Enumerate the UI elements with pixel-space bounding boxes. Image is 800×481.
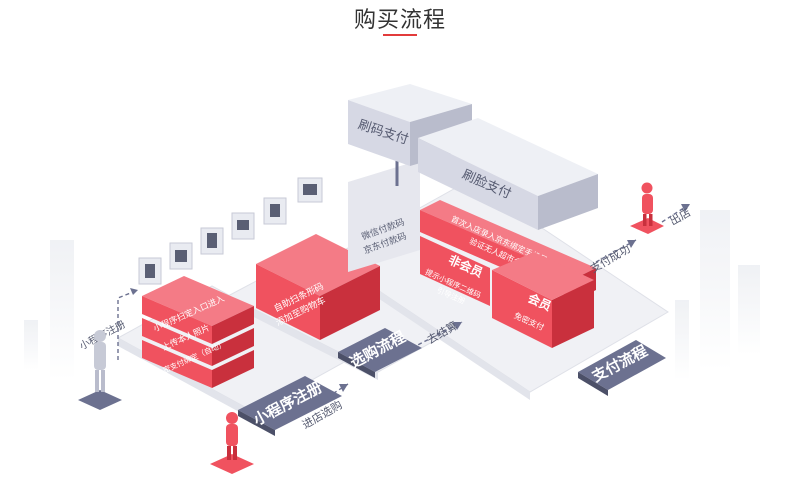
scan-icon <box>138 257 162 285</box>
page-title: 购买流程 <box>353 8 446 33</box>
person-exiting <box>630 182 664 234</box>
shopping-box: 自助扫条形码 添加至购物车 <box>256 234 380 340</box>
face-pay-bar: 刷脸支付 <box>418 118 598 230</box>
person-entering <box>210 412 254 474</box>
flow-paid-label: 支付成功 <box>588 242 633 275</box>
arrow-heads <box>130 204 690 392</box>
screen-icon <box>297 177 323 203</box>
flow-exit-label: 出店 <box>667 205 693 228</box>
person-registering <box>78 330 122 410</box>
background-decoration <box>24 210 760 380</box>
wallet-box: 微信付款码 京东付款码 <box>348 160 420 272</box>
store-icon <box>169 242 193 270</box>
register-stack: 小程序扫定入口进入 上传本人照片 完成免密支付绑定（自动） <box>141 276 254 388</box>
terminal-icon <box>200 227 224 255</box>
title-underline <box>383 34 417 36</box>
stage-slab-shopping: 选购流程 <box>338 328 422 378</box>
card-icon <box>231 212 255 240</box>
member-box: 会员 免密支付 <box>492 252 594 348</box>
store-screens <box>138 177 323 285</box>
scale-icon <box>263 197 287 225</box>
